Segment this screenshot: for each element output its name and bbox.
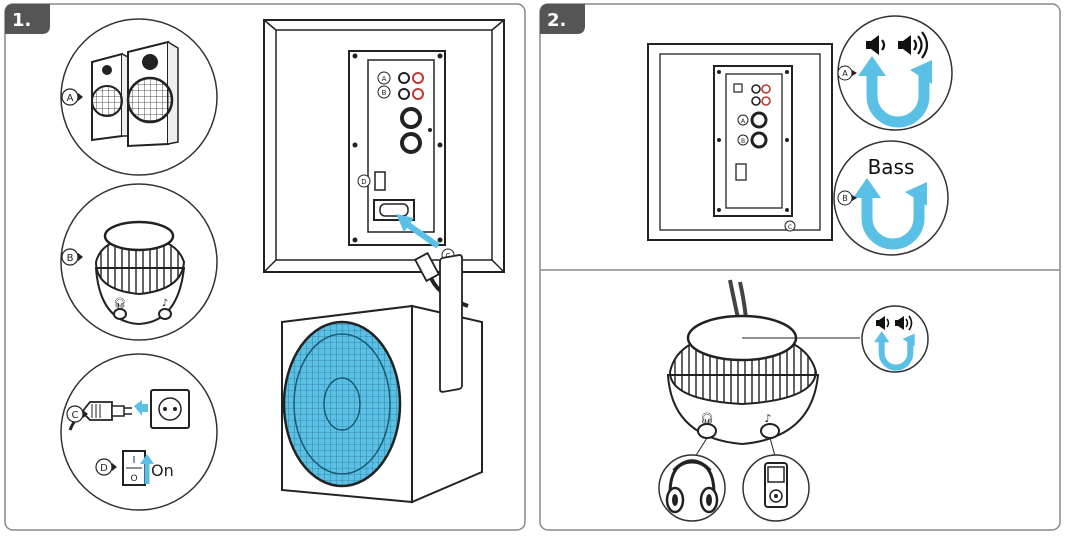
switch-on-label: On <box>151 461 174 480</box>
control-pod-large: 🎧︎ ♪ <box>666 279 860 461</box>
callout-b-label: B <box>67 253 74 264</box>
switch-off-mark: O <box>130 474 137 484</box>
rear-callout-c: C <box>446 252 451 260</box>
volume-low-icon <box>866 35 886 55</box>
control-pod-circle: 🎧︎ ♪ B <box>60 183 218 341</box>
callout-d-label: D <box>100 463 108 474</box>
panel-1: 1. A 🎧︎ ♪ <box>4 3 526 531</box>
music-player-icon <box>764 462 788 508</box>
headphone-jack-icon: 🎧︎ <box>114 297 127 309</box>
bass-adjust-circle: Bass B <box>833 140 949 256</box>
subwoofer-rear-panel: A B D C <box>263 19 505 308</box>
wall-socket-icon <box>150 389 190 429</box>
power-switch-icon: I O <box>122 450 146 486</box>
rear-callout-a: A <box>382 75 387 83</box>
power-connection-circle: C I O On D <box>60 353 218 511</box>
volume-callout-a: A <box>842 69 848 78</box>
small-rear-callout-c: C <box>788 224 792 231</box>
step-number-1: 1. <box>12 10 31 31</box>
switch-on-mark: I <box>133 455 136 466</box>
subwoofer-rear-panel-small: A B C <box>647 43 833 241</box>
subwoofer-front-view <box>281 254 483 504</box>
volume-low-icon <box>876 316 890 330</box>
bass-callout-b: B <box>842 194 848 203</box>
satellite-speakers-circle: A <box>60 18 218 176</box>
aux-jack-icon: ♪ <box>764 412 771 425</box>
panel-2: 2. A B C <box>539 3 1061 531</box>
bass-label: Bass <box>868 155 915 179</box>
volume-high-icon <box>898 31 929 59</box>
aux-jack-icon: ♪ <box>162 298 168 309</box>
small-rear-callout-a: A <box>741 118 746 125</box>
callout-c-label: C <box>72 410 79 421</box>
volume-adjust-circle: A <box>837 15 953 131</box>
step-tab-1 <box>5 4 50 34</box>
pod-volume-circle <box>861 305 929 373</box>
headphones-icon <box>665 459 719 514</box>
step-number-2: 2. <box>547 10 566 31</box>
small-rear-callout-b: B <box>741 138 745 145</box>
volume-high-icon <box>895 315 913 331</box>
headphones-circle <box>658 454 726 522</box>
step-tab-2 <box>540 4 585 34</box>
rear-callout-d: D <box>361 178 366 186</box>
headphone-jack-icon: 🎧︎ <box>700 412 714 425</box>
rear-callout-b: B <box>382 89 387 97</box>
music-player-circle <box>742 454 810 522</box>
callout-a-label: A <box>67 93 74 104</box>
